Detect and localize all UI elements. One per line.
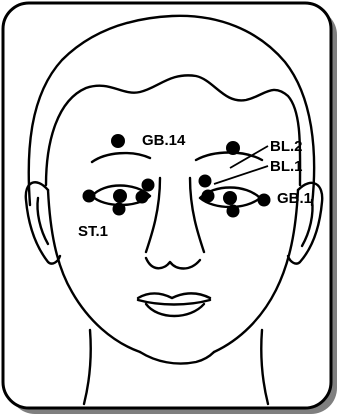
pupil-left xyxy=(113,189,127,203)
point-gb14-left xyxy=(111,134,125,148)
point-gb1-left xyxy=(83,190,96,203)
point-bl2-left xyxy=(142,179,155,192)
label-bl2: BL.2 xyxy=(270,138,303,155)
label-gb14: GB.14 xyxy=(142,132,186,149)
point-st1-right xyxy=(227,205,240,218)
point-bl1-right xyxy=(202,190,215,203)
point-st1-left xyxy=(113,203,126,216)
label-gb1: GB.1 xyxy=(277,190,312,207)
point-gb1-right xyxy=(258,194,271,207)
pupil-right xyxy=(223,191,237,205)
label-bl1: BL.1 xyxy=(270,158,303,175)
point-bl2-right xyxy=(199,175,212,188)
point-bl1-left xyxy=(136,191,149,204)
point-gb14-right xyxy=(226,141,240,155)
label-st1: ST.1 xyxy=(78,223,108,240)
